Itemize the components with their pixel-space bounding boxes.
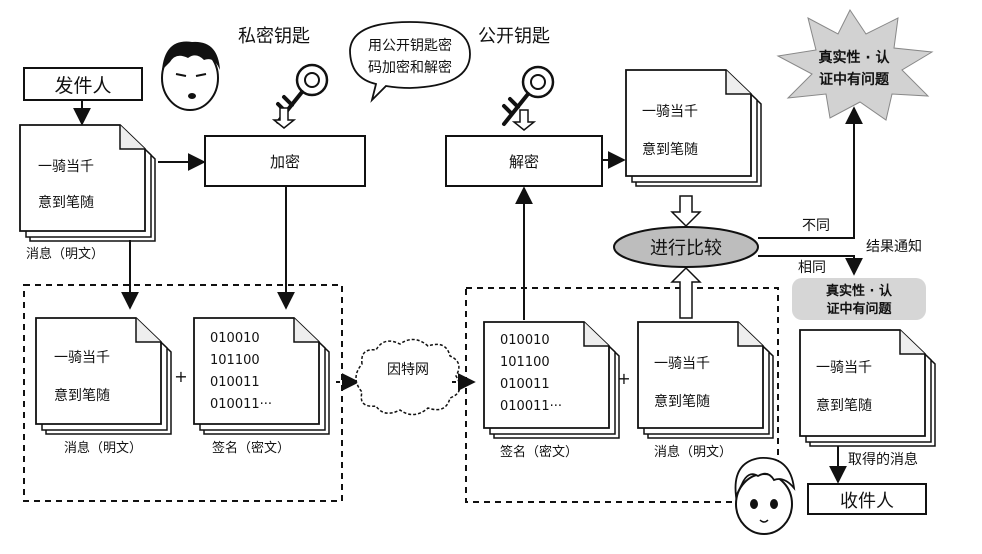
sender-plain-doc: 一骑当千 意到笔随 [19,124,156,242]
svg-text:加密: 加密 [270,153,300,171]
svg-text:010010: 010010 [210,331,260,346]
up-hollow-arrow [670,266,702,319]
receiver-package-plain-doc: 一骑当千 意到笔随 [637,321,774,439]
sender-character-icon [161,41,220,111]
sender-plain-caption: 消息（明文） [26,246,104,262]
receiver-package-cipher-doc: 010010 101100 010011 010011··· [483,321,620,439]
svg-text:解密: 解密 [509,153,539,171]
plus-sign-left: + [174,367,187,386]
receiver-package-plain-caption: 消息（明文） [654,444,732,460]
receiver-package-cipher-caption: 签名（密文） [500,444,578,460]
svg-text:证中有问题: 证中有问题 [826,301,892,317]
svg-text:010011···: 010011··· [500,399,562,414]
receiver-character-icon [734,457,796,535]
public-key-arrow [511,109,537,131]
svg-text:因特网: 因特网 [387,362,429,378]
svg-text:意到笔随: 意到笔随 [816,397,872,414]
receiver-package-container [465,287,779,503]
svg-text:101100: 101100 [210,353,260,368]
svg-text:101100: 101100 [500,355,550,370]
svg-text:一骑当千: 一骑当千 [654,356,710,372]
svg-text:一骑当千: 一骑当千 [38,159,94,175]
speech-bubble: 用公开钥匙密 码加密和解密 [349,21,471,103]
encrypt-box: 加密 [204,135,366,187]
svg-text:意到笔随: 意到笔随 [38,194,94,211]
sender-package-plain-caption: 消息（明文） [64,440,142,456]
problem-burst: 真实性 · 认 证中有问题 [776,9,934,121]
private-key-arrow [271,107,297,129]
svg-text:010010: 010010 [500,333,550,348]
internet-cloud: 因特网 [355,338,461,416]
svg-text:010011: 010011 [500,377,550,392]
different-label: 不同 [802,218,830,234]
decrypt-box: 解密 [445,135,603,187]
public-key-label: 公开钥匙 [478,26,550,47]
plus-sign-right: + [617,369,630,388]
decrypted-plain-doc: 一骑当千 意到笔随 [625,69,762,187]
sender-package-container [23,284,343,502]
sender-package-plain-doc: 一骑当千 意到笔随 [35,317,172,435]
svg-text:意到笔随: 意到笔随 [54,387,110,404]
svg-text:意到笔随: 意到笔随 [654,393,710,410]
received-plain-doc: 一骑当千 意到笔随 [799,329,936,447]
sender-package-cipher-caption: 签名（密文） [212,440,290,456]
result-notification-label: 结果通知 [866,238,922,255]
receiver-box: 收件人 [807,483,927,515]
svg-text:收件人: 收件人 [840,491,894,512]
different-path [758,106,863,239]
svg-text:真实性 · 认: 真实性 · 认 [826,283,893,299]
sender-box: 发件人 [23,67,143,101]
svg-text:证中有问题: 证中有问题 [819,71,890,88]
svg-text:真实性 · 认: 真实性 · 认 [818,49,890,66]
compare-ellipse: 进行比较 [613,226,759,268]
svg-text:发件人: 发件人 [54,75,111,97]
received-message-caption: 取得的消息 [848,451,918,468]
svg-text:一骑当千: 一骑当千 [642,104,698,120]
svg-text:010011: 010011 [210,375,260,390]
svg-text:码加密和解密: 码加密和解密 [368,59,452,76]
same-label: 相同 [798,260,826,276]
svg-text:一骑当千: 一骑当千 [54,350,110,366]
svg-text:一骑当千: 一骑当千 [816,360,872,376]
svg-text:进行比较: 进行比较 [650,238,722,259]
svg-text:意到笔随: 意到笔随 [642,141,698,158]
svg-text:用公开钥匙密: 用公开钥匙密 [368,37,452,54]
same-path [758,255,863,276]
down-hollow-arrow [670,195,702,228]
svg-text:010011···: 010011··· [210,397,272,412]
sender-package-cipher-doc: 010010 101100 010011 010011··· [193,317,330,435]
authenticity-badge: 真实性 · 认 证中有问题 [792,278,926,320]
private-key-label: 私密钥匙 [238,26,310,47]
